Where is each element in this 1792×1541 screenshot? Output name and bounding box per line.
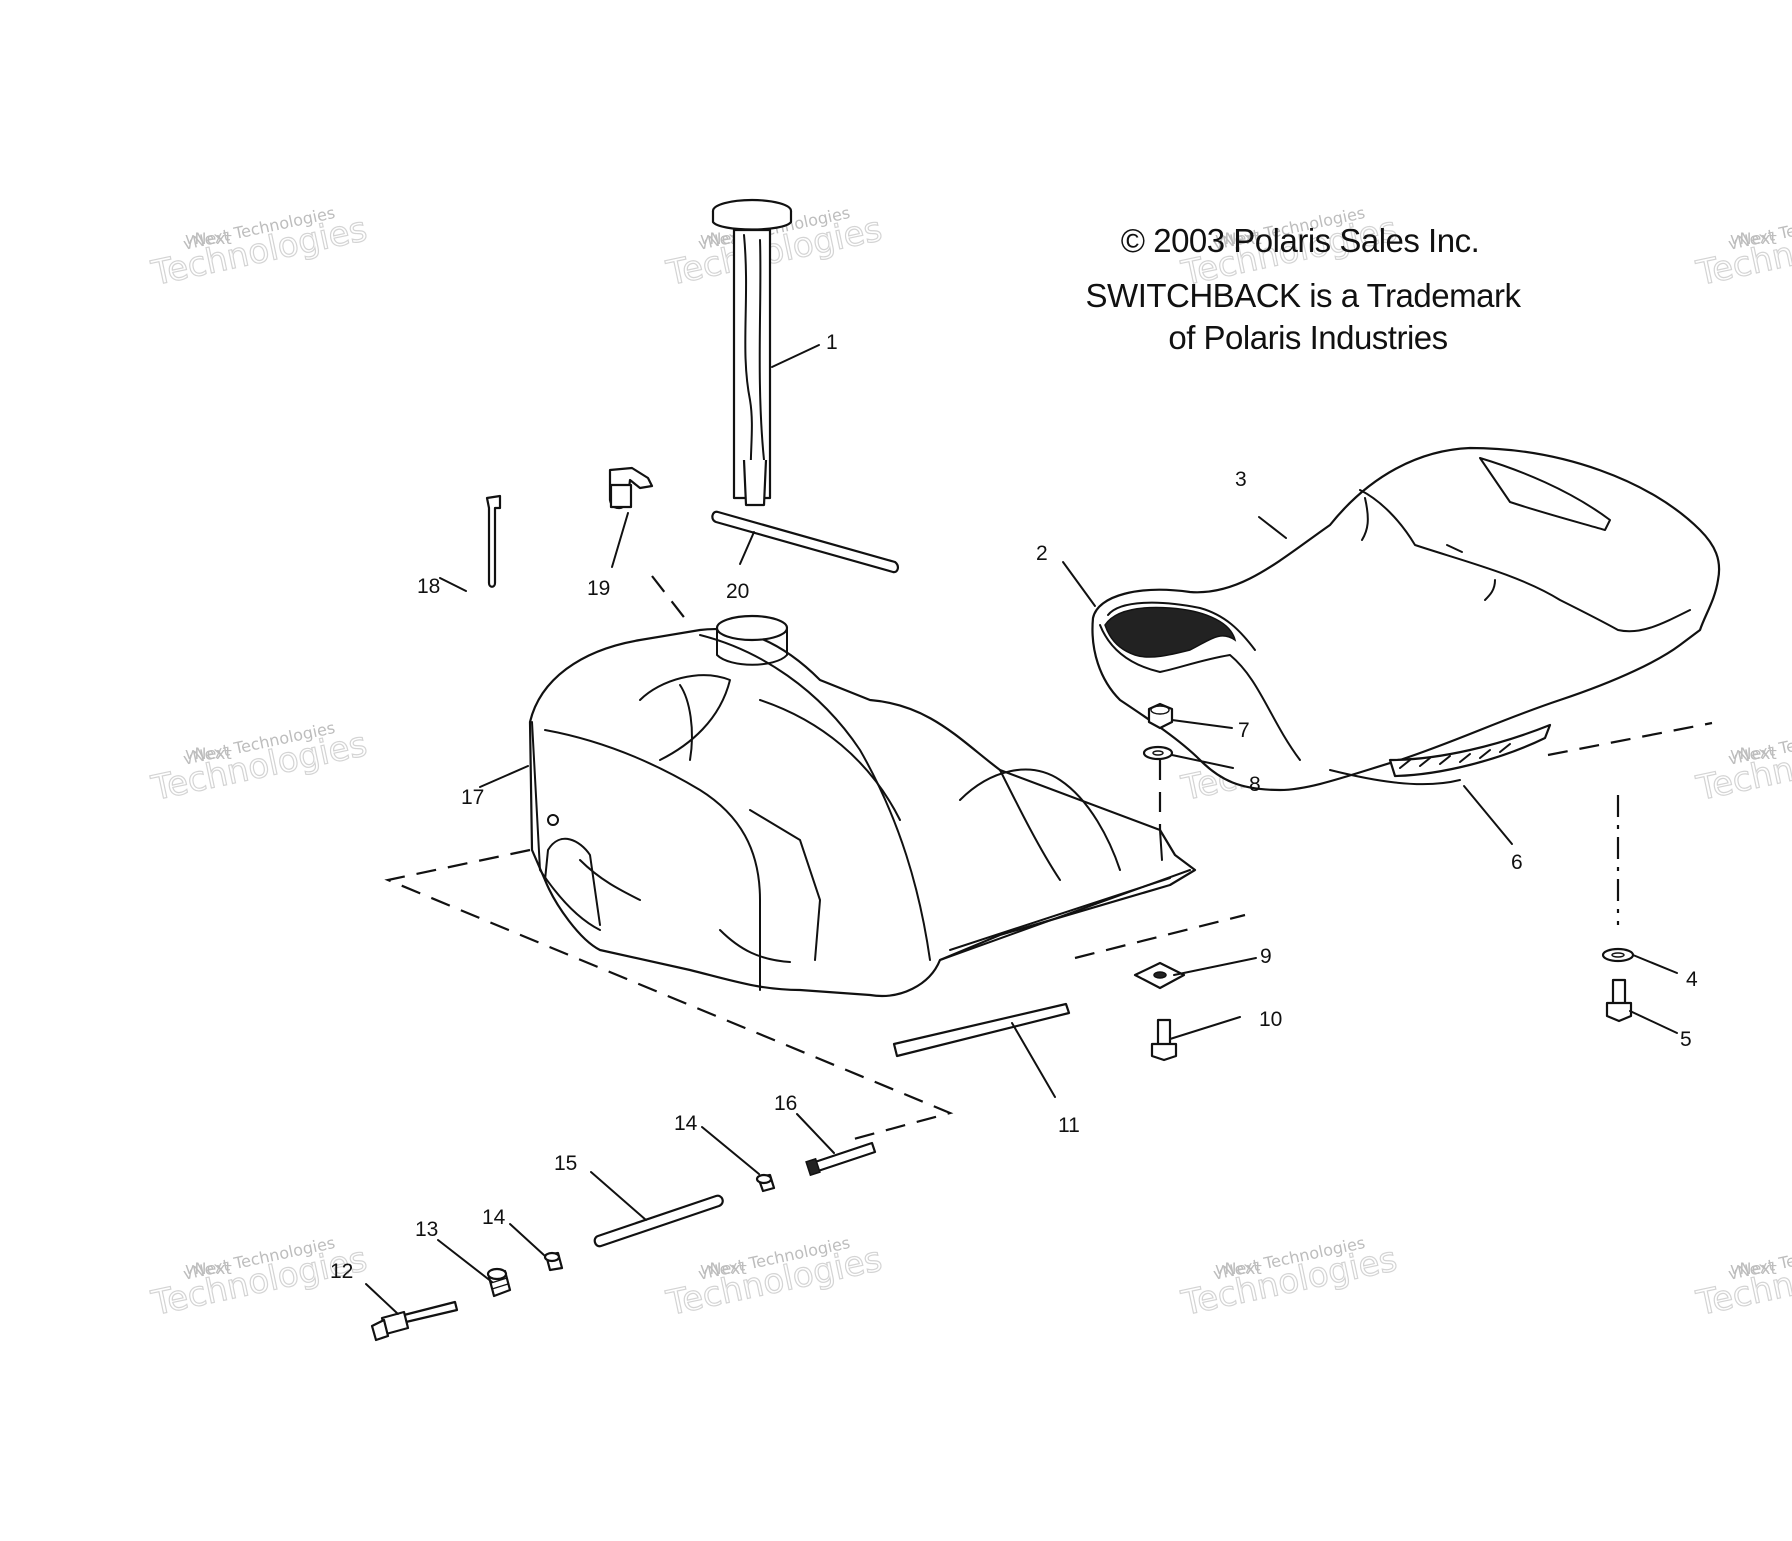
watermark: vNext vNext Technologies Technologies [1692, 718, 1792, 810]
callout-9: 9 [1260, 945, 1272, 968]
grommet [486, 1267, 512, 1298]
callout-4: 4 [1686, 968, 1698, 991]
hose-top [711, 510, 899, 574]
callout-labels: 1 2 3 4 5 6 7 8 9 10 11 12 13 14 14 15 1… [330, 331, 1698, 1283]
watermark: vNext vNext Technologies Technologies [1692, 203, 1792, 295]
strip [892, 1002, 1071, 1058]
washer [1601, 947, 1635, 963]
watermark: vNext vNext Technologies Technologies [147, 718, 371, 810]
watermark: vNext vNext Technologies Technologies [662, 1233, 886, 1325]
copyright-notice: © 2003 Polaris Sales Inc. SWITCHBACK is … [1086, 222, 1522, 356]
callout-10: 10 [1259, 1008, 1282, 1031]
callout-1: 1 [826, 331, 838, 354]
grommet [755, 1173, 776, 1193]
callout-17: 17 [461, 786, 484, 809]
watermark-line-c: Technologies [1693, 209, 1792, 294]
callout-5: 5 [1680, 1028, 1692, 1051]
bolt [1150, 1018, 1178, 1062]
watermark-line-a: vNext [1215, 1259, 1262, 1278]
callout-14-lower: 14 [482, 1206, 506, 1229]
watermark: vNext vNext Technologies Technologies [1177, 1233, 1401, 1325]
watermark-line-c: Technologies [1693, 724, 1792, 809]
watermark-line-a: vNext [700, 1259, 747, 1278]
watermark: vNext vNext Technologies Technologies [147, 203, 371, 295]
watermark-line-a: vNext [185, 1259, 232, 1278]
trademark-line-2: of Polaris Industries [1168, 319, 1447, 356]
vent-valve [608, 466, 654, 510]
callout-11: 11 [1058, 1114, 1080, 1137]
strap [485, 494, 502, 588]
callout-19: 19 [587, 577, 610, 600]
plate [1133, 961, 1186, 990]
seat [1091, 446, 1721, 792]
fuel-gauge-sender [711, 198, 793, 507]
callout-20: 20 [726, 580, 749, 603]
fitting [370, 1300, 459, 1342]
callout-7: 7 [1238, 719, 1250, 742]
leader-lines [365, 344, 1678, 1315]
callout-8: 8 [1249, 773, 1261, 796]
washer [1142, 745, 1174, 761]
callout-14-upper: 14 [674, 1112, 698, 1135]
callout-13: 13 [415, 1218, 438, 1241]
watermark-line-a: vNext [1215, 229, 1262, 248]
watermark-line-a: vNext [185, 229, 232, 248]
copyright-line: © 2003 Polaris Sales Inc. [1121, 222, 1480, 259]
trademark-line-1: SWITCHBACK is a Trademark [1086, 277, 1522, 314]
callout-15: 15 [554, 1152, 577, 1175]
watermark: vNext vNext Technologies Technologies [1692, 1233, 1792, 1325]
grommet [543, 1251, 564, 1272]
hose-bottom [593, 1194, 724, 1248]
callout-18: 18 [417, 575, 440, 598]
callout-12: 12 [330, 1260, 353, 1283]
callout-6: 6 [1511, 851, 1523, 874]
bolt [1605, 978, 1633, 1023]
watermark-line-a: vNext [1730, 1259, 1777, 1278]
fitting [805, 1141, 877, 1177]
watermark-line-a: vNext [185, 744, 232, 763]
nut [1147, 702, 1174, 730]
watermark-line-c: Technologies [1693, 1239, 1792, 1324]
fuel-tank [528, 614, 1197, 998]
callout-2: 2 [1036, 542, 1048, 565]
watermark-line-a: vNext [1730, 229, 1777, 248]
assembly-lines [384, 575, 1713, 1142]
callout-16: 16 [774, 1092, 797, 1115]
callout-3: 3 [1235, 468, 1247, 491]
watermark-line-a: vNext [1730, 744, 1777, 763]
